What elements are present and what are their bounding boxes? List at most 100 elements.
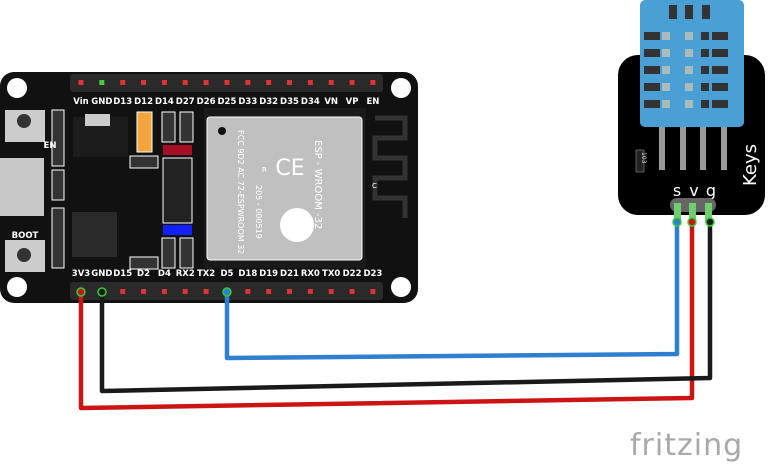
mount-hole [391, 277, 411, 297]
pin-top-d27[interactable] [182, 80, 188, 85]
module-cert: 205 - 000519 [254, 185, 263, 239]
pin-label: Vin [73, 97, 88, 107]
ce-mark: CE [275, 156, 304, 181]
pin-top-d26[interactable] [203, 80, 209, 85]
wire-end [687, 217, 697, 227]
pin-label: RX0 [301, 269, 320, 279]
espressif-logo [280, 208, 314, 242]
mount-hole [7, 78, 27, 98]
pin-bottom-d2[interactable] [141, 289, 147, 294]
pin-top-en[interactable] [370, 80, 376, 85]
pin-label: EN [366, 97, 379, 107]
capacitor [136, 111, 153, 153]
pin-label: D4 [158, 269, 171, 279]
led-blue [163, 225, 192, 235]
pin-top-d14[interactable] [161, 80, 167, 85]
pin-label: GND [91, 269, 112, 279]
pin-label: TX2 [197, 269, 215, 279]
pin-bottom-tx2[interactable] [203, 289, 209, 294]
pin-label: D34 [301, 97, 320, 107]
pin-bottom-d23[interactable] [370, 289, 376, 294]
pin-label: D33 [238, 97, 257, 107]
module-fcc: FCC 9D2 AC 72-ESPWROOM 32 [236, 130, 245, 254]
pin-s-label: s [673, 181, 681, 200]
pin-g[interactable] [705, 203, 712, 223]
fritzing-logo: fritzing [630, 428, 744, 463]
esp-wroom-module [206, 116, 363, 261]
dht11-sensor-module: Keys 103 s v g [618, 0, 765, 223]
pin-s[interactable] [674, 203, 681, 223]
usb-port [0, 158, 44, 216]
led-red [163, 145, 192, 155]
pin-label: VP [346, 97, 359, 107]
pin-label: D26 [197, 97, 216, 107]
pin-label: D23 [363, 269, 382, 279]
pin-label: D35 [280, 97, 299, 107]
pin-v[interactable] [689, 203, 696, 223]
pin-bottom-d22[interactable] [349, 289, 355, 294]
wire-end [76, 287, 86, 297]
pin-label: D14 [155, 97, 174, 107]
pin-top-d33[interactable] [245, 80, 251, 85]
pin-label: TX0 [322, 269, 340, 279]
resistor-label: 103 [640, 152, 647, 164]
wire-3v3-v[interactable] [78, 222, 695, 411]
pin-label: 3V3 [72, 269, 90, 279]
esp32-board: ESP - WROOM -32 FCC 9D2 AC 72-ESPWROOM 3… [0, 72, 418, 303]
usb-chip [72, 212, 117, 257]
pin-top-d25[interactable] [224, 80, 230, 85]
pin-label: D25 [218, 97, 237, 107]
wire-end [222, 287, 232, 297]
pin-label: D22 [343, 269, 362, 279]
pin-top-d34[interactable] [307, 80, 313, 85]
pin-top-vn[interactable] [328, 80, 334, 85]
pin-label: VN [324, 97, 338, 107]
pin-top-vin[interactable] [78, 80, 84, 85]
pin-label: RX2 [176, 269, 195, 279]
brand-label: Keys [740, 144, 761, 186]
pin-label: D21 [280, 269, 299, 279]
wires [76, 217, 715, 411]
pin-bottom-d18[interactable] [245, 289, 251, 294]
pin-bottom-d19[interactable] [266, 289, 272, 294]
pin-bottom-rx2[interactable] [182, 289, 188, 294]
wire-gnd-g[interactable] [99, 222, 713, 394]
pin-bottom-d21[interactable] [287, 289, 292, 294]
pin-label: D18 [238, 269, 257, 279]
pin-top-d35[interactable] [287, 80, 292, 85]
mount-hole [7, 277, 27, 297]
antenna [372, 115, 408, 218]
pin-bottom-d4[interactable] [161, 289, 167, 294]
pin-label: D2 [137, 269, 150, 279]
pin-top-vp[interactable] [349, 80, 355, 85]
pin-label: D12 [134, 97, 153, 107]
mount-hole [391, 78, 411, 98]
r-mark: R [262, 166, 267, 174]
boot-label: BOOT [12, 231, 39, 241]
pin-label: GND [91, 97, 112, 107]
pin-bottom-d15[interactable] [120, 289, 126, 294]
wire-end [672, 217, 682, 227]
pin-top-gnd[interactable] [99, 80, 105, 85]
wire-d5-s[interactable] [224, 222, 680, 361]
pin-label: D32 [259, 97, 278, 107]
module-name: ESP - WROOM -32 [312, 140, 323, 229]
wire-end [97, 287, 107, 297]
pin-top-d32[interactable] [266, 80, 272, 85]
pin-bottom-tx0[interactable] [328, 289, 334, 294]
pin-label: D15 [113, 269, 132, 279]
pin-top-d12[interactable] [141, 80, 147, 85]
pin-label: D19 [259, 269, 278, 279]
wire-end [705, 217, 715, 227]
dht11-housing [640, 0, 744, 127]
c-mark: C [372, 182, 377, 190]
pin-label: D13 [113, 97, 132, 107]
pin-bottom-rx0[interactable] [307, 289, 313, 294]
pin-v-label: v [689, 181, 698, 200]
pin-label: D27 [176, 97, 195, 107]
en-label: EN [44, 141, 57, 151]
pin-g-label: g [706, 181, 716, 200]
pin-top-d13[interactable] [120, 80, 126, 85]
